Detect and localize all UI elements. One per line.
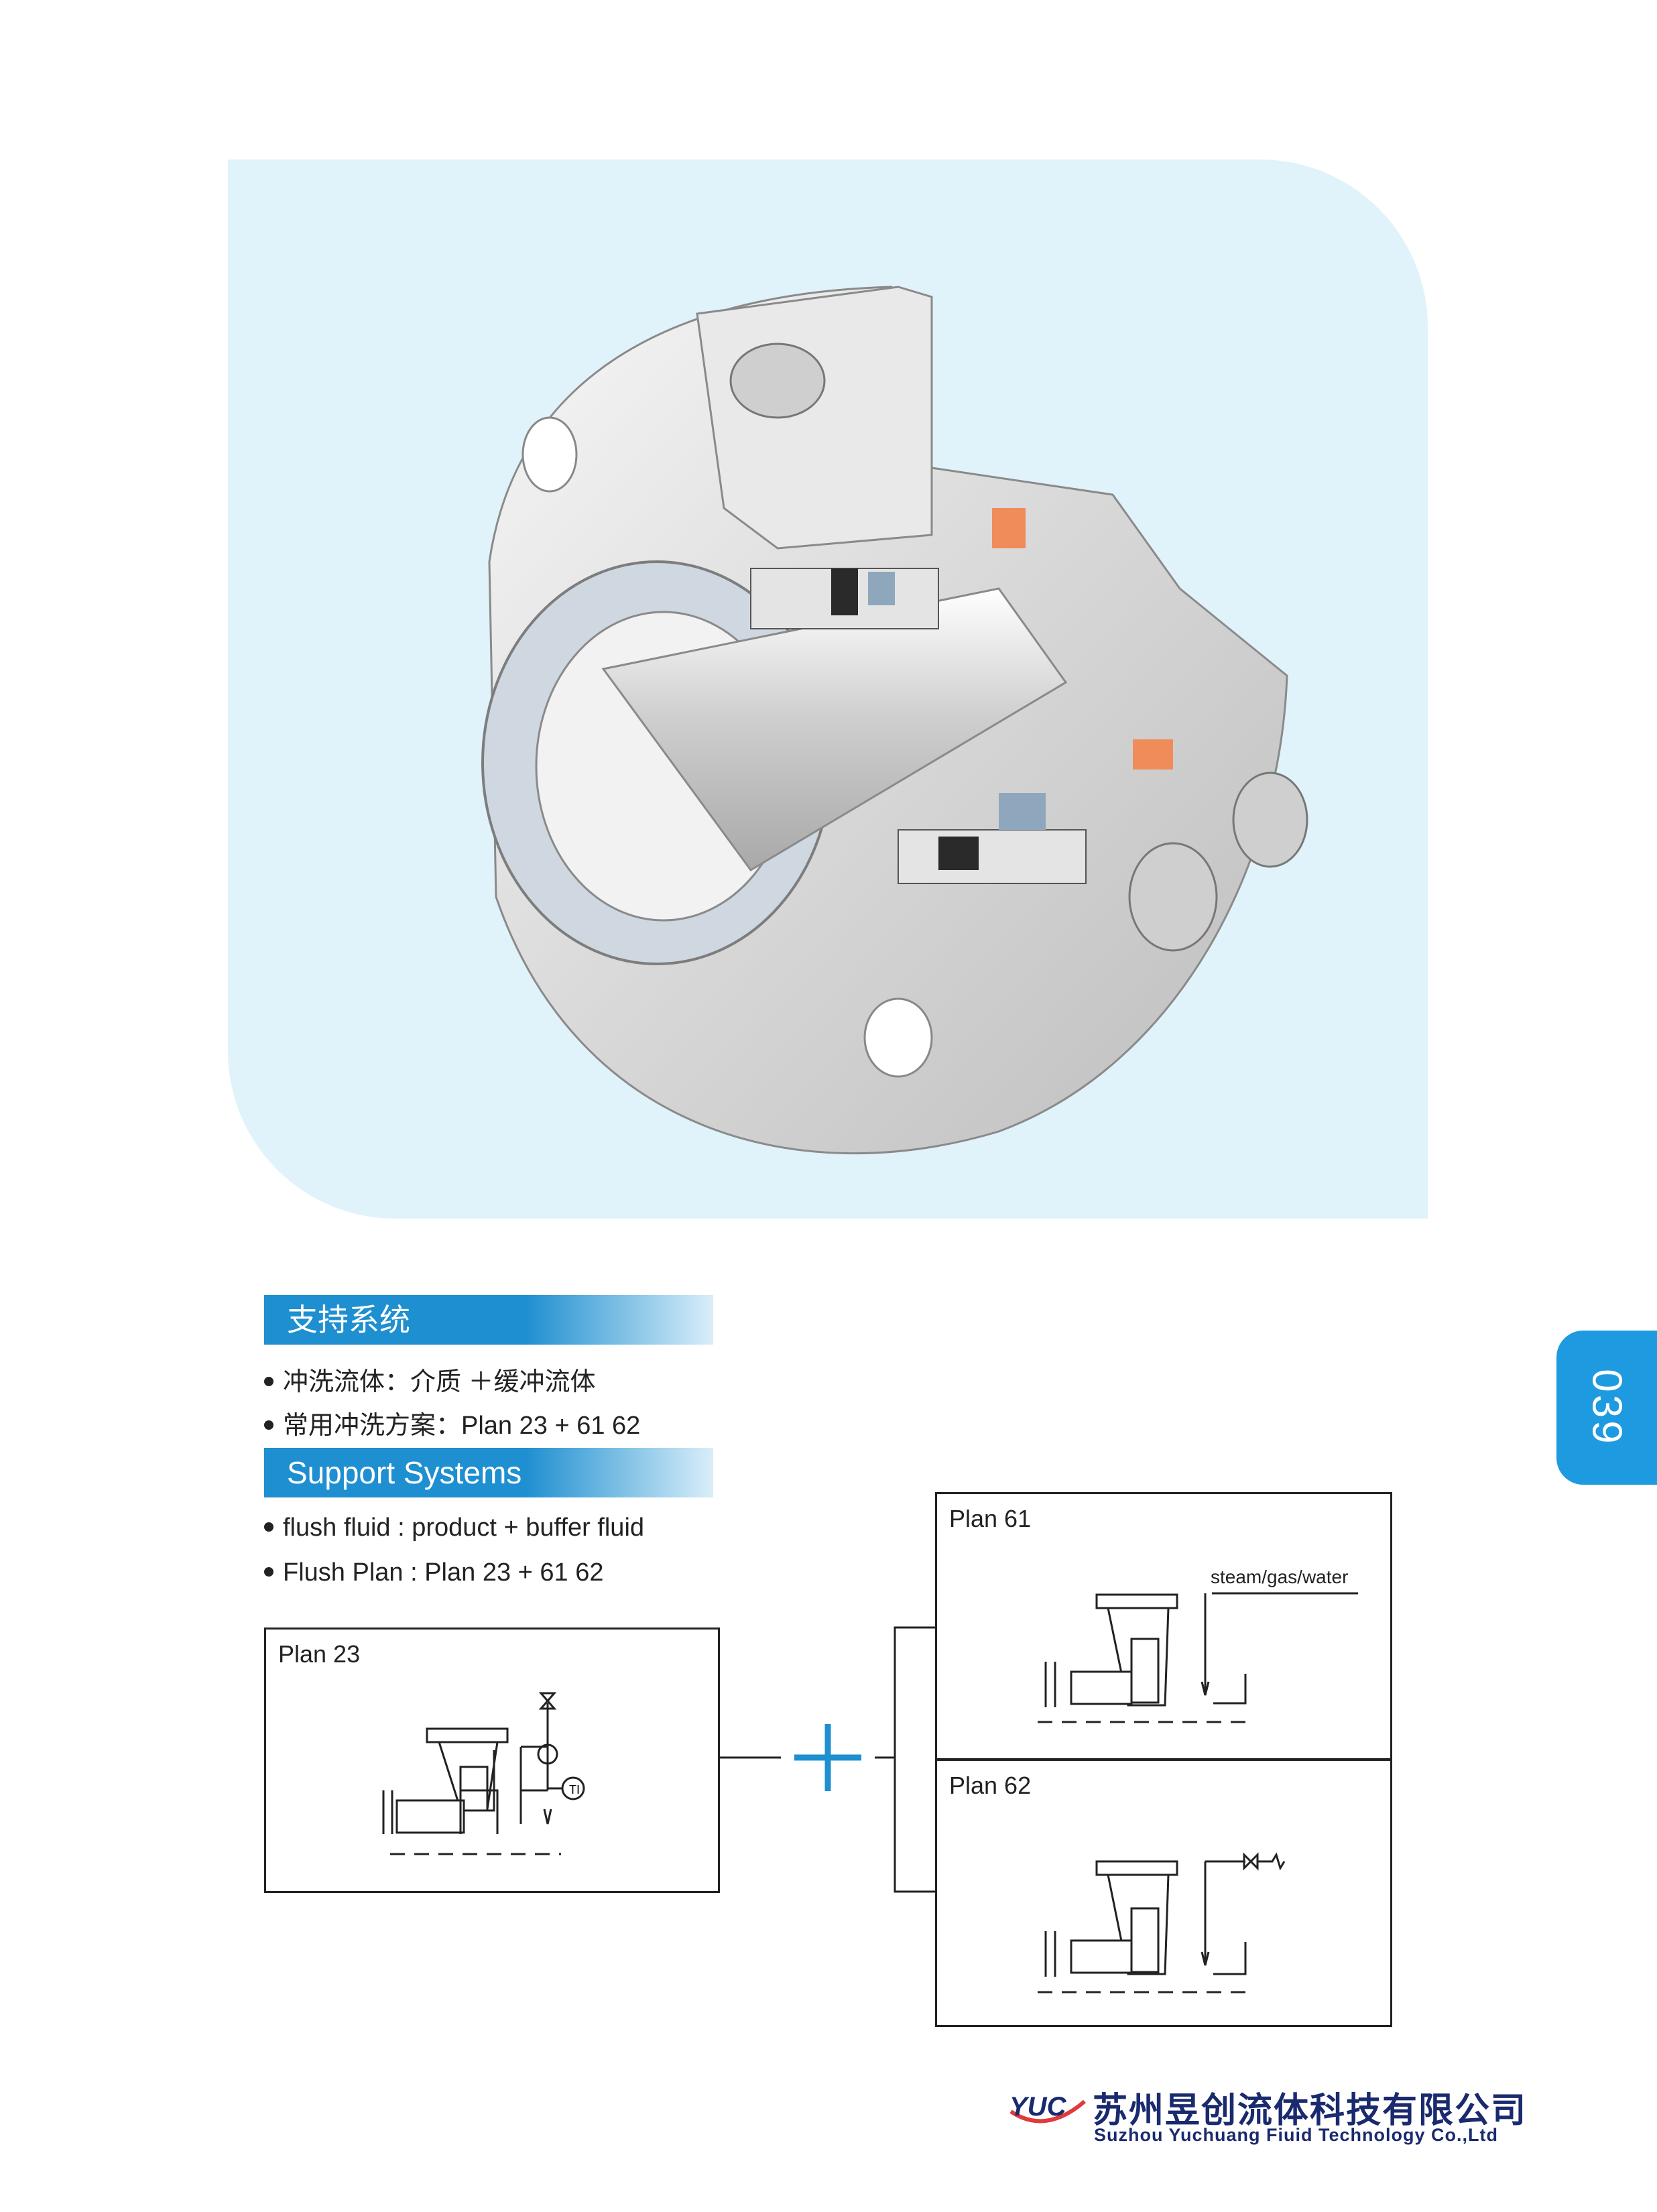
plan-61-box: Plan 61 steam/gas/water (935, 1492, 1392, 1760)
plan-62-label: Plan 62 (949, 1772, 1032, 1799)
bullet-text: Flush Plan : Plan 23 + 61 62 (283, 1558, 604, 1587)
logo-text: YUC (1009, 2092, 1067, 2122)
company-name-cn: 苏州昱创流体科技有限公司 (1093, 2090, 1528, 2131)
yuc-logo-icon: YUC (1009, 2092, 1086, 2124)
mechanical-seal-illustration (481, 286, 1308, 1155)
ti-instrument-label: TI (569, 1783, 580, 1796)
bullet-en-1: flush fluid : product + buffer fluid (264, 1514, 644, 1542)
section-title-cn: 支持系统 (264, 1295, 713, 1345)
plan-23-diagram: TI (382, 1692, 585, 1855)
company-logo: YUC 苏州昱创流体科技有限公司 Suzhou Yuchuang Fiuid T… (1005, 2078, 1526, 2152)
bullet-cn-1: 冲洗流体：介质 ＋缓冲流体 (264, 1361, 596, 1398)
plan-23-label: Plan 23 (278, 1640, 361, 1668)
plan-61-label: Plan 61 (949, 1505, 1032, 1532)
bullet-dot (264, 1376, 273, 1386)
plan-61-diagram (1038, 1592, 1358, 1723)
section-title-en: Support Systems (264, 1448, 713, 1497)
bullet-en-2: Flush Plan : Plan 23 + 61 62 (264, 1558, 604, 1587)
bullet-dot (264, 1420, 273, 1430)
bullet-cn-2: 常用冲洗方案：Plan 23 + 61 62 (264, 1404, 640, 1441)
product-image-panel (228, 160, 1428, 1219)
bullet-dot (264, 1522, 273, 1532)
company-name-en: Suzhou Yuchuang Fiuid Technology Co.,Ltd (1094, 2125, 1498, 2145)
page-number-tab: 039 (1556, 1331, 1657, 1485)
bullet-text: 常用冲洗方案：Plan 23 + 61 62 (283, 1412, 641, 1440)
bullet-text: flush fluid : product + buffer fluid (283, 1514, 645, 1542)
plan-62-diagram (1038, 1852, 1286, 1993)
bullet-dot (264, 1566, 273, 1577)
plan-62-box: Plan 62 (935, 1759, 1392, 2027)
plan-61-note: steam/gas/water (1211, 1566, 1349, 1587)
bullet-text: 冲洗流体：介质 ＋缓冲流体 (283, 1368, 596, 1396)
plan-23-box: Plan 23 TI (264, 1627, 720, 1893)
